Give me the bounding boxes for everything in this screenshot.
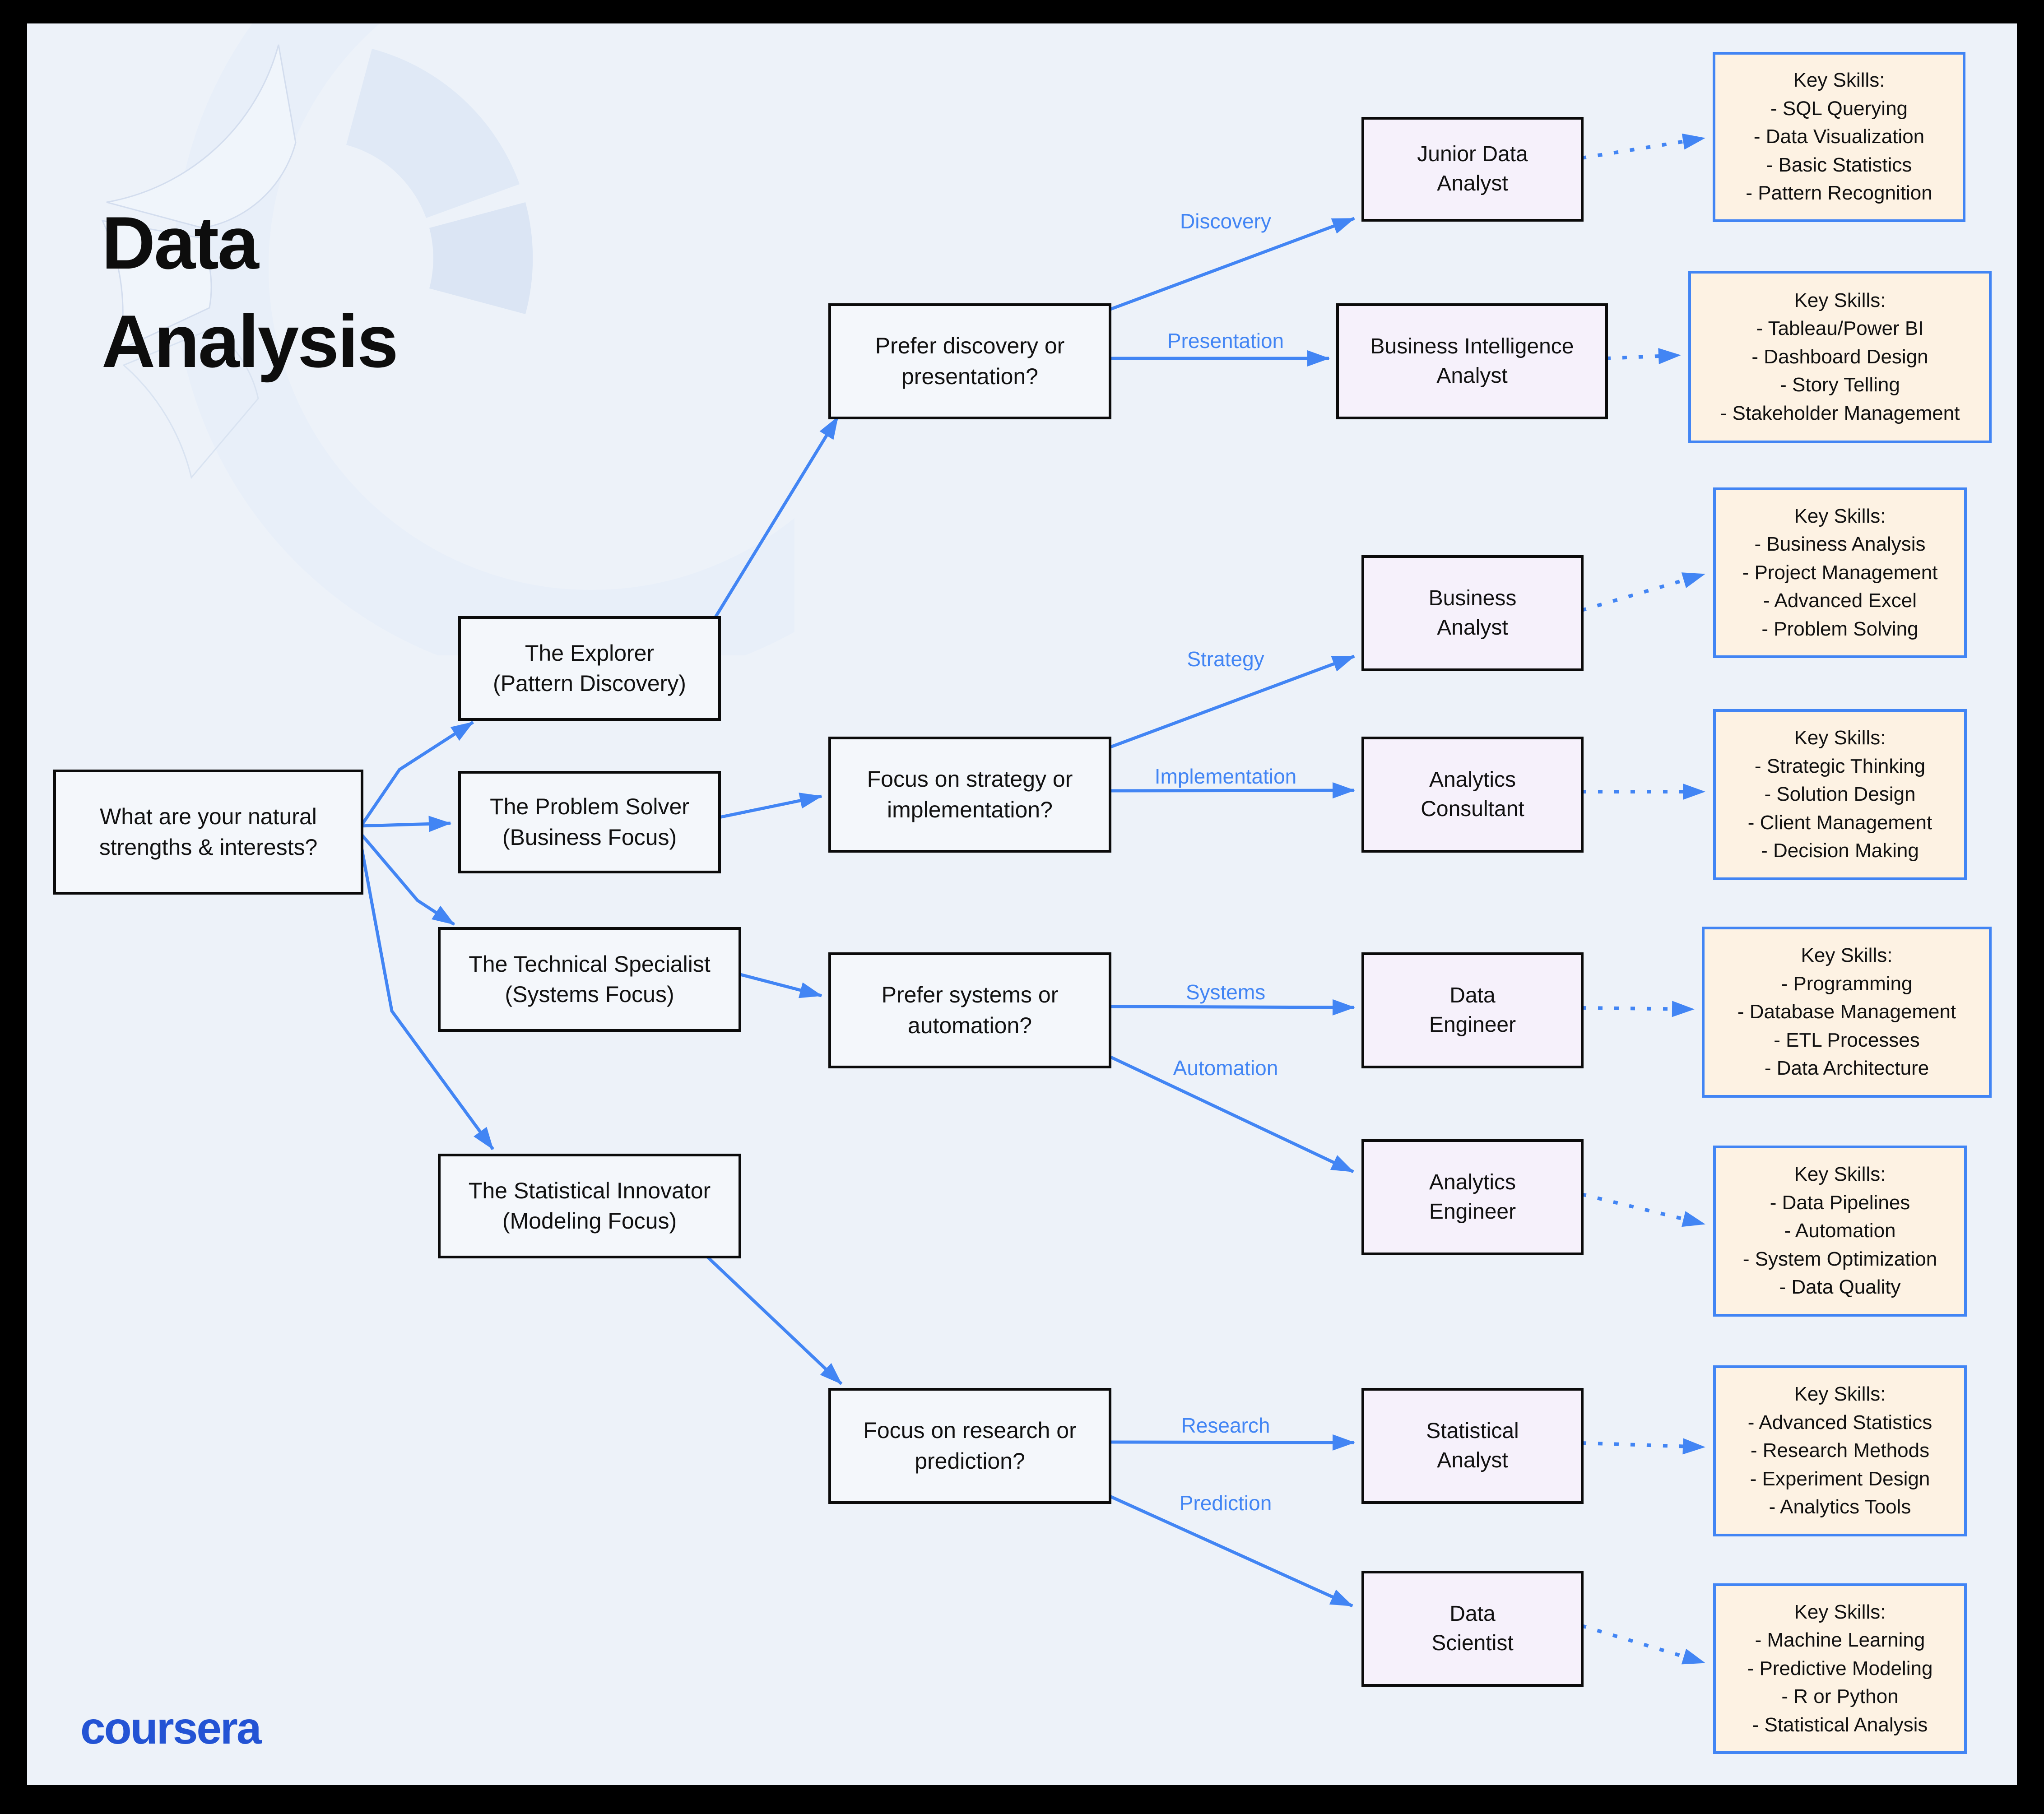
skills-box-analytics-engineer: Key Skills: - Data Pipelines - Automatio… — [1713, 1146, 1967, 1317]
skills-list: - SQL Querying - Data Visualization - Ba… — [1746, 97, 1933, 204]
persona-box-explorer: The Explorer (Pattern Discovery) — [458, 616, 721, 721]
edge-label-automation: Automation — [1173, 1056, 1278, 1080]
persona-label: The Technical Specialist (Systems Focus) — [469, 951, 711, 1007]
skills-box-business-intelligence-analyst: Key Skills: - Tableau/Power BI - Dashboa… — [1688, 271, 1992, 443]
question-label: Prefer discovery or presentation? — [875, 333, 1065, 389]
skills-box-data-engineer: Key Skills: - Programming - Database Man… — [1702, 927, 1992, 1098]
role-box-junior-data-analyst: Junior Data Analyst — [1361, 117, 1584, 222]
skills-list: - Data Pipelines - Automation - System O… — [1742, 1191, 1937, 1299]
skills-box-statistical-analyst: Key Skills: - Advanced Statistics - Rese… — [1713, 1365, 1967, 1536]
edge-label-discovery: Discovery — [1180, 209, 1271, 233]
skills-box-analytics-consultant: Key Skills: - Strategic Thinking - Solut… — [1713, 709, 1967, 880]
role-label: Statistical Analyst — [1426, 1419, 1519, 1472]
skills-header: Key Skills: — [1793, 69, 1885, 92]
skills-list: - Business Analysis - Project Management… — [1742, 533, 1938, 640]
skills-header: Key Skills: — [1794, 1163, 1886, 1186]
edge-label-systems: Systems — [1185, 980, 1266, 1004]
persona-label: The Problem Solver (Business Focus) — [490, 794, 689, 850]
role-label: Data Scientist — [1431, 1601, 1514, 1655]
role-label: Business Analyst — [1428, 586, 1517, 640]
role-box-statistical-analyst: Statistical Analyst — [1361, 1388, 1584, 1504]
question-label: Prefer systems or automation? — [881, 982, 1059, 1038]
skills-header: Key Skills: — [1794, 289, 1886, 311]
role-box-data-scientist: Data Scientist — [1361, 1571, 1584, 1687]
root-question-label: What are your natural strengths & intere… — [99, 804, 318, 860]
edge-label-prediction: Prediction — [1179, 1491, 1272, 1515]
edge-label-implementation: Implementation — [1154, 765, 1297, 788]
role-label: Data Engineer — [1429, 983, 1516, 1037]
skills-list: - Machine Learning - Predictive Modeling… — [1747, 1629, 1933, 1736]
skills-header: Key Skills: — [1794, 1383, 1886, 1406]
skills-list: - Strategic Thinking - Solution Design -… — [1747, 755, 1933, 862]
question-box-strategy-implementation: Focus on strategy or implementation? — [828, 737, 1111, 853]
role-label: Analytics Engineer — [1429, 1170, 1516, 1224]
persona-box-technical-specialist: The Technical Specialist (Systems Focus) — [438, 927, 741, 1032]
role-box-data-engineer: Data Engineer — [1361, 952, 1584, 1068]
edge-label-presentation: Presentation — [1167, 329, 1284, 353]
role-box-business-intelligence-analyst: Business Intelligence Analyst — [1336, 303, 1608, 419]
role-box-analytics-engineer: Analytics Engineer — [1361, 1139, 1584, 1255]
question-box-research-prediction: Focus on research or prediction? — [828, 1388, 1111, 1504]
edge-label-strategy: Strategy — [1187, 647, 1264, 671]
page-title: Data Analysis — [102, 201, 399, 383]
question-box-discovery-presentation: Prefer discovery or presentation? — [828, 303, 1111, 419]
role-box-analytics-consultant: Analytics Consultant — [1361, 737, 1584, 853]
skills-list: - Programming - Database Management - ET… — [1737, 972, 1956, 1080]
edge-label-research: Research — [1181, 1414, 1270, 1437]
persona-box-problem-solver: The Problem Solver (Business Focus) — [458, 771, 721, 873]
skills-list: - Tableau/Power BI - Dashboard Design - … — [1720, 317, 1960, 424]
persona-label: The Statistical Innovator (Modeling Focu… — [468, 1178, 711, 1234]
role-label: Junior Data Analyst — [1417, 142, 1528, 195]
skills-header: Key Skills: — [1801, 944, 1893, 967]
role-label: Analytics Consultant — [1421, 767, 1524, 821]
skills-header: Key Skills: — [1794, 727, 1886, 749]
persona-label: The Explorer (Pattern Discovery) — [493, 640, 686, 696]
skills-header: Key Skills: — [1794, 505, 1886, 527]
role-label: Business Intelligence Analyst — [1370, 334, 1574, 388]
coursera-logo: coursera — [80, 1703, 261, 1754]
skills-box-data-scientist: Key Skills: - Machine Learning - Predict… — [1713, 1583, 1967, 1754]
skills-header: Key Skills: — [1794, 1601, 1886, 1623]
skills-box-junior-data-analyst: Key Skills: - SQL Querying - Data Visual… — [1713, 52, 1965, 222]
persona-box-statistical-innovator: The Statistical Innovator (Modeling Focu… — [438, 1154, 741, 1258]
question-label: Focus on strategy or implementation? — [867, 766, 1073, 822]
question-label: Focus on research or prediction? — [863, 1418, 1077, 1474]
role-box-business-analyst: Business Analyst — [1361, 555, 1584, 671]
question-box-systems-automation: Prefer systems or automation? — [828, 952, 1111, 1068]
root-question-box: What are your natural strengths & intere… — [53, 770, 363, 895]
skills-box-business-analyst: Key Skills: - Business Analysis - Projec… — [1713, 487, 1967, 658]
skills-list: - Advanced Statistics - Research Methods… — [1747, 1411, 1933, 1518]
